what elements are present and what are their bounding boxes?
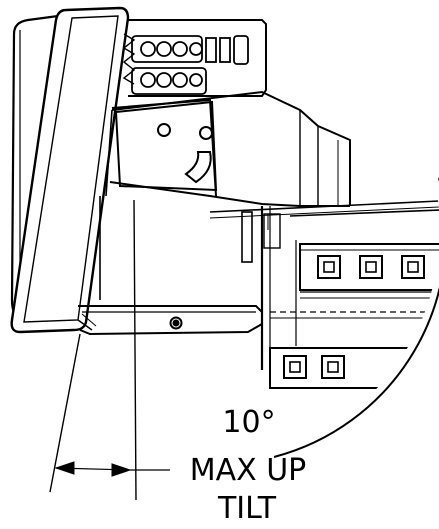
panel-cutout-detail <box>209 199 439 389</box>
tilt-angle-label: 10° <box>222 405 275 440</box>
pivot-plate <box>114 100 218 192</box>
connector-block-bottom <box>122 33 207 95</box>
base-plate <box>78 305 263 336</box>
detail-circle-boundary <box>273 178 439 458</box>
display-bezel <box>10 6 130 334</box>
caption-line-1: MAX UP <box>190 453 307 488</box>
caption-line-2: TILT <box>217 491 277 525</box>
mount-bracket <box>99 19 351 300</box>
tilt-dimension <box>49 199 170 501</box>
connector-block-top <box>131 35 249 65</box>
